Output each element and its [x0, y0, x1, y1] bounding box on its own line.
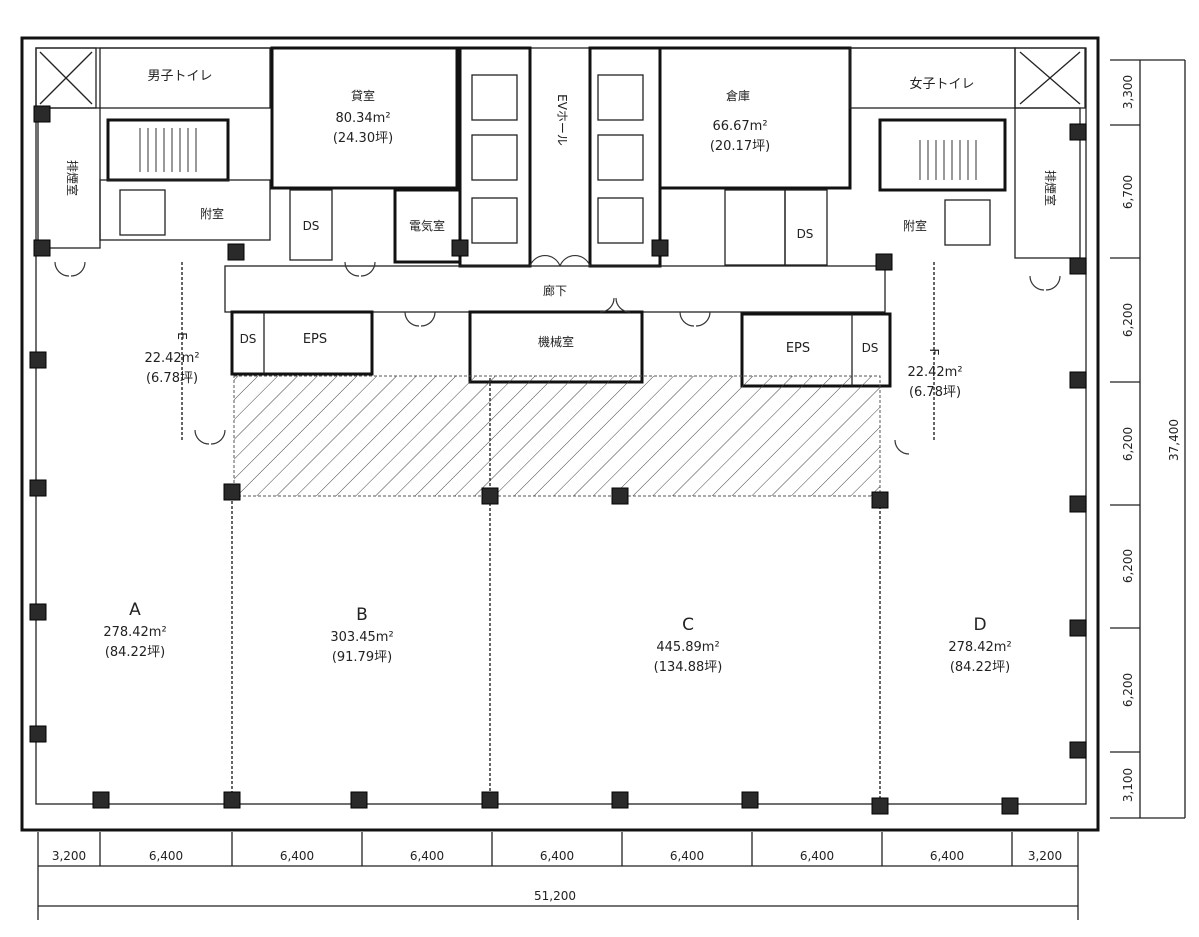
- dim-v-5: 6,200: [1121, 673, 1135, 707]
- tenant-c-area: 445.89m²: [656, 640, 719, 655]
- tenant-c-tsubo: (134.88坪): [654, 660, 723, 675]
- dim-h-6: 6,400: [800, 849, 834, 863]
- tenant-d-tsubo: (84.22坪): [950, 660, 1010, 675]
- tenant-b-name: B: [356, 605, 368, 625]
- dim-h-5: 6,400: [670, 849, 704, 863]
- right-core: [658, 46, 1086, 266]
- ev-hall-label: EVホール: [555, 94, 569, 146]
- dim-h-7: 6,400: [930, 849, 964, 863]
- building-outer-wall: [20, 36, 1100, 832]
- tenant-b-tsubo: (91.79坪): [332, 650, 392, 665]
- storage-area: 66.67m²: [712, 119, 767, 134]
- tenant-d-area: 278.42m²: [948, 640, 1011, 655]
- eps-left-room: [230, 310, 374, 376]
- dim-v-2: 6,200: [1121, 303, 1135, 337]
- vestibule-right-label: 附室: [903, 218, 927, 233]
- eps-left-label: EPS: [303, 332, 327, 347]
- dim-h-2: 6,400: [280, 849, 314, 863]
- smoke-room-left-label: 排煙室: [65, 160, 80, 196]
- dim-h-3: 6,400: [410, 849, 444, 863]
- tenant-a-area: 278.42m²: [103, 625, 166, 640]
- ds-label-2: DS: [797, 227, 814, 241]
- tenant-d-name: D: [973, 615, 986, 635]
- tenant-e-area: 22.42m²: [144, 351, 199, 366]
- hatched-area: [233, 375, 881, 497]
- dim-v-4: 6,200: [1121, 549, 1135, 583]
- rental-room-tsubo: (24.30坪): [333, 131, 393, 146]
- tenant-a-name: A: [129, 600, 141, 620]
- dim-h-0: 3,200: [52, 849, 86, 863]
- ds-label-3: DS: [240, 332, 257, 346]
- horizontal-dimension-lines: [37, 832, 1079, 920]
- vestibule-left-label: 附室: [200, 206, 224, 221]
- ds-label-4: DS: [862, 341, 879, 355]
- dim-v-total: 37,400: [1167, 419, 1181, 461]
- building-inner-wall: [35, 47, 1087, 805]
- rental-room-area: 80.34m²: [335, 111, 390, 126]
- eps-right-label: EPS: [786, 341, 810, 356]
- storage-name: 倉庫: [726, 88, 750, 103]
- ds-label-1: DS: [303, 219, 320, 233]
- tenant-c-name: C: [682, 615, 694, 635]
- smoke-room-right-label: 排煙室: [1043, 170, 1058, 206]
- tenant-a-tsubo: (84.22坪): [105, 645, 165, 660]
- dim-h-8: 3,200: [1028, 849, 1062, 863]
- storage-tsubo: (20.17坪): [710, 139, 770, 154]
- vertical-dimension-lines: [1110, 59, 1186, 819]
- tenant-f-tsubo: (6.78坪): [909, 385, 961, 400]
- rental-room-name: 貸室: [351, 88, 375, 103]
- womens-toilet-label: 女子トイレ: [909, 76, 974, 92]
- door-swings: [54, 254, 1061, 455]
- tenant-b-area: 303.45m²: [330, 630, 393, 645]
- dim-h-1: 6,400: [149, 849, 183, 863]
- dim-v-0: 3,300: [1121, 75, 1135, 109]
- structural-columns: [29, 105, 1087, 815]
- tenant-f-area: 22.42m²: [907, 365, 962, 380]
- elevator-bank: [458, 46, 662, 268]
- dim-v-3: 6,200: [1121, 427, 1135, 461]
- dim-v-1: 6,700: [1121, 175, 1135, 209]
- machine-room-label: 機械室: [538, 334, 574, 349]
- dim-h-total: 51,200: [534, 889, 576, 903]
- tenant-e-tsubo: (6.78坪): [146, 371, 198, 386]
- mens-toilet-label: 男子トイレ: [147, 69, 212, 84]
- dim-h-4: 6,400: [540, 849, 574, 863]
- corridor-label: 廊下: [543, 283, 567, 298]
- tenant-f-name: F: [927, 349, 941, 356]
- left-core: [35, 46, 462, 264]
- electric-room-label: 電気室: [409, 218, 445, 233]
- dim-v-6: 3,100: [1121, 768, 1135, 802]
- tenant-e-name: E: [175, 332, 189, 340]
